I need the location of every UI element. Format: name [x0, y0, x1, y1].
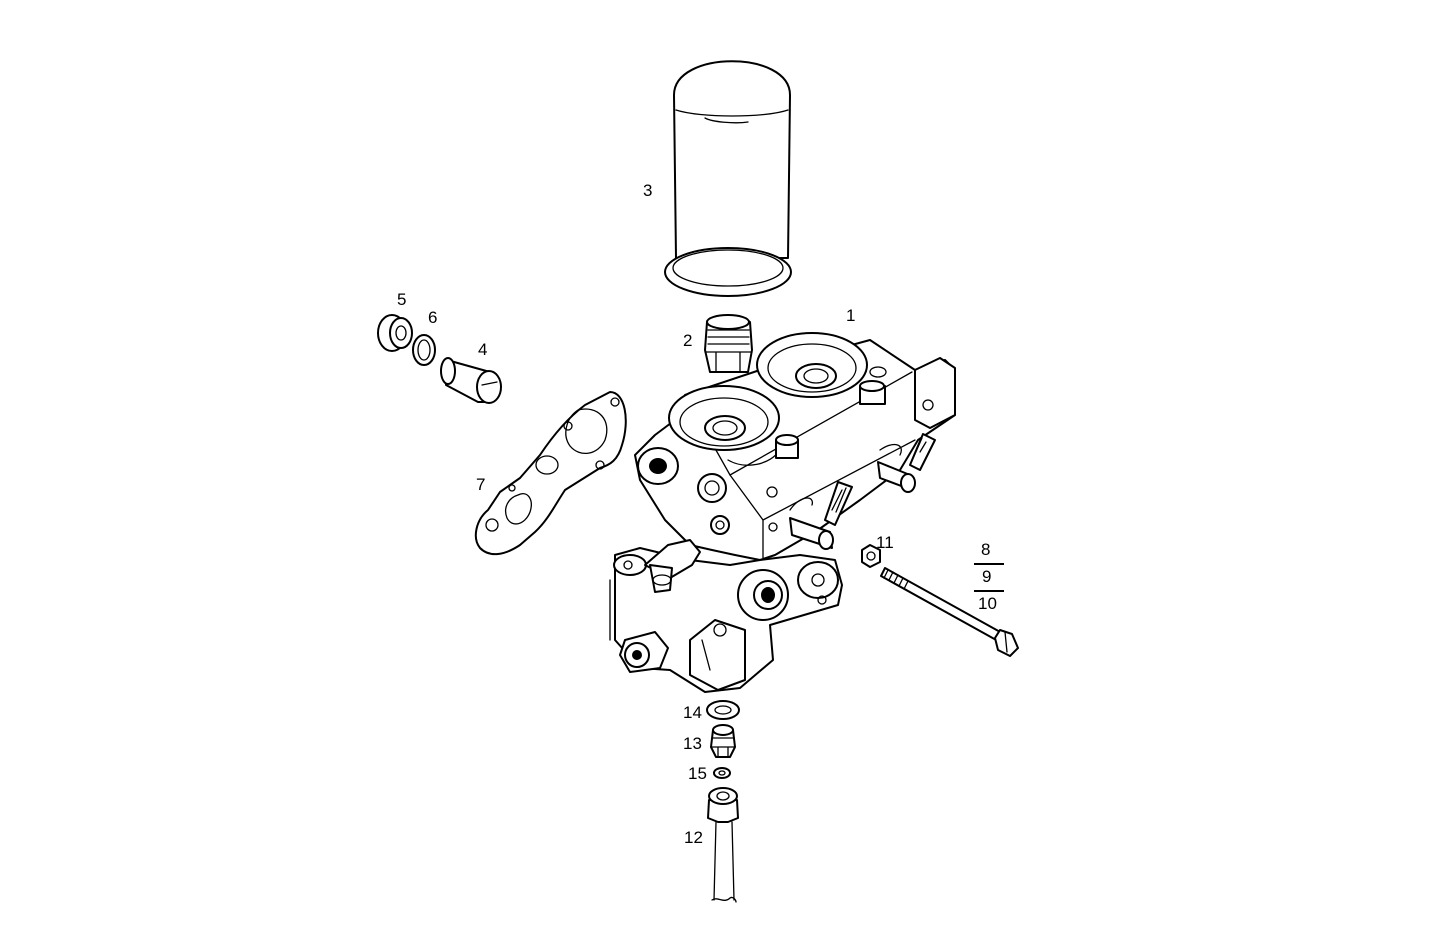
o-ring-6 — [412, 334, 436, 366]
flange-gasket — [474, 391, 627, 556]
hex-nut-11 — [861, 544, 881, 568]
callout-9: 9 — [982, 567, 992, 586]
callout-3: 3 — [643, 181, 653, 200]
callout-4: 4 — [478, 340, 488, 359]
callout-11: 11 — [876, 533, 894, 552]
callout-divider-upper — [974, 563, 1004, 565]
callout-14: 14 — [683, 703, 702, 722]
callout-12: 12 — [684, 828, 703, 847]
pipe-12 — [707, 787, 739, 903]
callout-7: 7 — [476, 475, 486, 494]
callout-10: 10 — [978, 594, 997, 613]
threaded-nipple — [704, 314, 753, 373]
callout-15: 15 — [688, 764, 707, 783]
callout-5: 5 — [397, 290, 407, 309]
callout-2: 2 — [683, 331, 693, 350]
washer-14 — [706, 700, 740, 720]
callout-13: 13 — [683, 734, 702, 753]
callout-1: 1 — [846, 306, 856, 325]
cap-plug-4 — [440, 357, 502, 404]
long-bolt — [880, 567, 1019, 657]
callout-divider-lower — [974, 590, 1004, 592]
seal-ring-5 — [377, 314, 413, 352]
callout-8: 8 — [981, 540, 991, 559]
union-fitting-13 — [710, 724, 736, 758]
filter-head-housing — [609, 332, 956, 693]
filter-cartridge — [664, 60, 792, 297]
o-ring-15 — [713, 767, 731, 779]
callout-6: 6 — [428, 308, 438, 327]
